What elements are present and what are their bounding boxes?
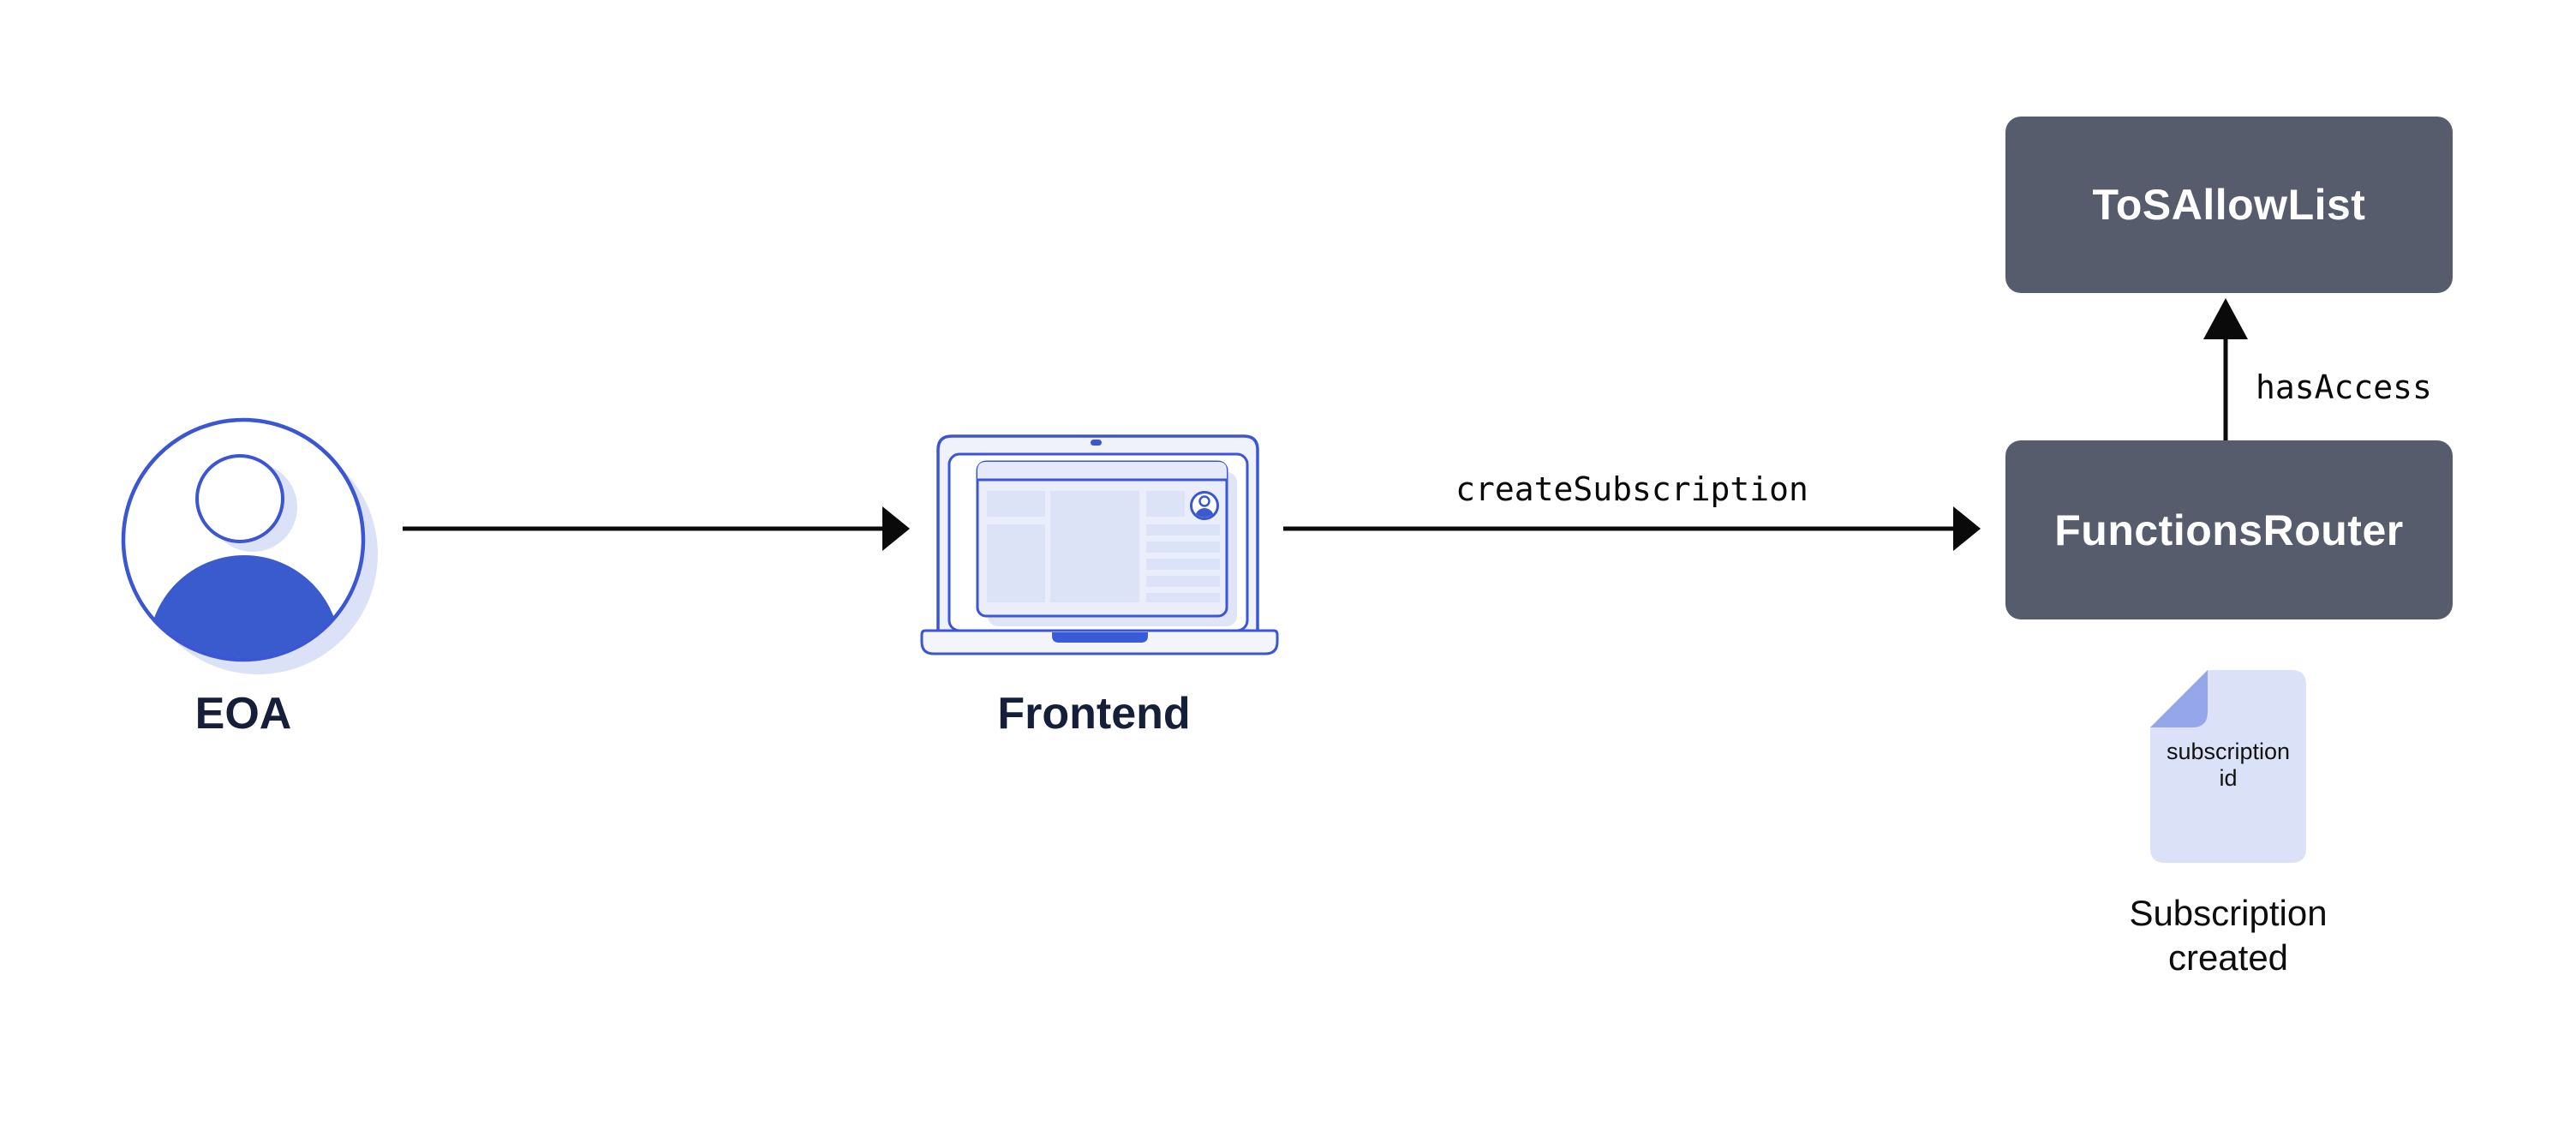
arrowhead-right bbox=[1953, 506, 1981, 551]
browser-content-blocks bbox=[987, 491, 1220, 602]
eoa-label: EOA bbox=[194, 689, 292, 739]
document-fold-corner bbox=[2150, 670, 2208, 727]
laptop-icon bbox=[920, 434, 1279, 655]
avatar-body bbox=[148, 555, 340, 658]
arrowhead-right bbox=[882, 506, 910, 551]
tos-allow-list-label: ToSAllowList bbox=[2092, 181, 2366, 229]
node-functions-router: FunctionsRouter bbox=[2005, 440, 2453, 619]
laptop-webcam bbox=[1091, 440, 1102, 446]
edge-label-create-subscription: createSubscription bbox=[1455, 470, 1808, 508]
avatar-head bbox=[195, 454, 284, 543]
arrow-frontend-to-functionsrouter bbox=[1283, 506, 1981, 551]
browser-header bbox=[977, 462, 1227, 479]
frontend-label: Frontend bbox=[997, 689, 1191, 739]
document-text-line1: subscription bbox=[2166, 739, 2291, 764]
document-icon bbox=[2150, 670, 2306, 863]
node-tos-allow-list: ToSAllowList bbox=[2005, 117, 2453, 293]
caption-line1: Subscription bbox=[2129, 893, 2328, 933]
subscription-created-caption: Subscription created bbox=[2074, 891, 2382, 980]
avatar-outline bbox=[121, 417, 366, 662]
arrow-eoa-to-frontend bbox=[403, 506, 910, 551]
document-text-line2: id bbox=[2219, 765, 2238, 791]
laptop-base-notch bbox=[1052, 632, 1148, 643]
arrowhead-up bbox=[2203, 298, 2248, 339]
arrow-functionsrouter-to-tosallowlist bbox=[2203, 298, 2248, 440]
edge-label-has-access: hasAccess bbox=[2256, 368, 2432, 406]
functions-router-label: FunctionsRouter bbox=[2054, 506, 2404, 554]
document-text: subscription id bbox=[2150, 739, 2306, 792]
caption-line2: created bbox=[2167, 937, 2289, 978]
user-avatar-icon bbox=[121, 417, 378, 674]
